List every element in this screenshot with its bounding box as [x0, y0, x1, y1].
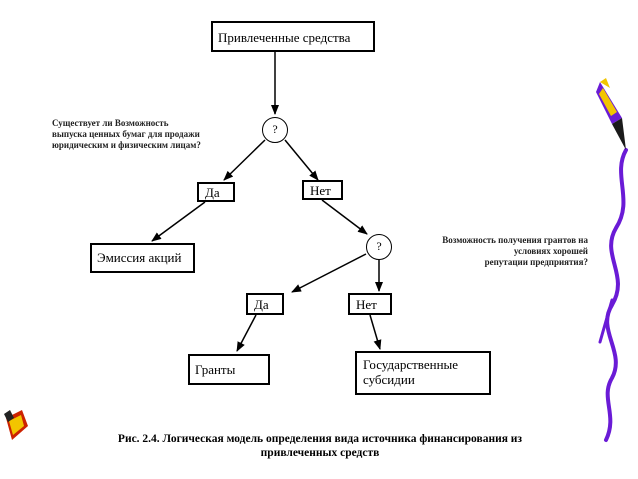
yes2-label: Да [254, 297, 269, 312]
no2-label: Нет [356, 297, 377, 312]
edge-no1-to-node2 [321, 199, 368, 235]
leaf3-box: Государственные субсидии [355, 351, 491, 395]
question-2-line2: условиях хорошей [513, 246, 588, 256]
leaf2-label: Гранты [195, 362, 236, 377]
decision-node-1: ? [262, 117, 288, 143]
leaf3-line2: субсидии [363, 372, 415, 387]
edge-node2-to-yes2 [291, 253, 367, 293]
ribbon-decoration-tail [598, 298, 614, 344]
edge-node1-to-yes1 [223, 139, 266, 181]
question-2: Возможность получения грантов на условия… [416, 235, 588, 268]
pencil-icon-left [4, 410, 28, 440]
caption-line2: привлеченных средств [260, 447, 380, 459]
edge-node1-to-no1 [284, 139, 319, 181]
leaf1-label: Эмиссия акций [97, 250, 182, 265]
question-2-line3: репутации предприятия? [484, 257, 588, 267]
edge-yes2-to-leaf2 [236, 314, 257, 352]
yes1-label: Да [205, 185, 220, 200]
question-1-line1: Существует ли Возможность [52, 118, 169, 128]
yes2-box: Да [246, 293, 284, 315]
ribbon-decoration [604, 148, 628, 442]
no1-label: Нет [310, 183, 331, 198]
pencil-icon [596, 78, 626, 150]
caption-line1: Рис. 2.4. Логическая модель определения … [117, 433, 523, 445]
question-1: Существует ли Возможность выпуска ценных… [52, 118, 201, 151]
edge-no2-to-leaf3 [369, 314, 382, 350]
leaf2-box: Гранты [188, 354, 270, 385]
root-box: Привлеченные средства [211, 21, 375, 52]
question-1-line3: юридическим и физическим лицам? [52, 140, 201, 150]
leaf1-box: Эмиссия акций [90, 243, 195, 273]
no2-box: Нет [348, 293, 392, 315]
figure-caption: Рис. 2.4. Логическая модель определения … [60, 432, 580, 460]
question-1-line2: выпуска ценных бумаг для продажи [52, 129, 200, 139]
decision-node-2: ? [366, 234, 392, 260]
yes1-box: Да [197, 182, 235, 202]
edge-yes1-to-leaf1 [151, 201, 206, 242]
leaf3-line1: Государственные [363, 357, 459, 372]
root-label: Привлеченные средства [218, 30, 351, 45]
no1-box: Нет [302, 180, 343, 200]
question-2-line1: Возможность получения грантов на [442, 235, 588, 245]
